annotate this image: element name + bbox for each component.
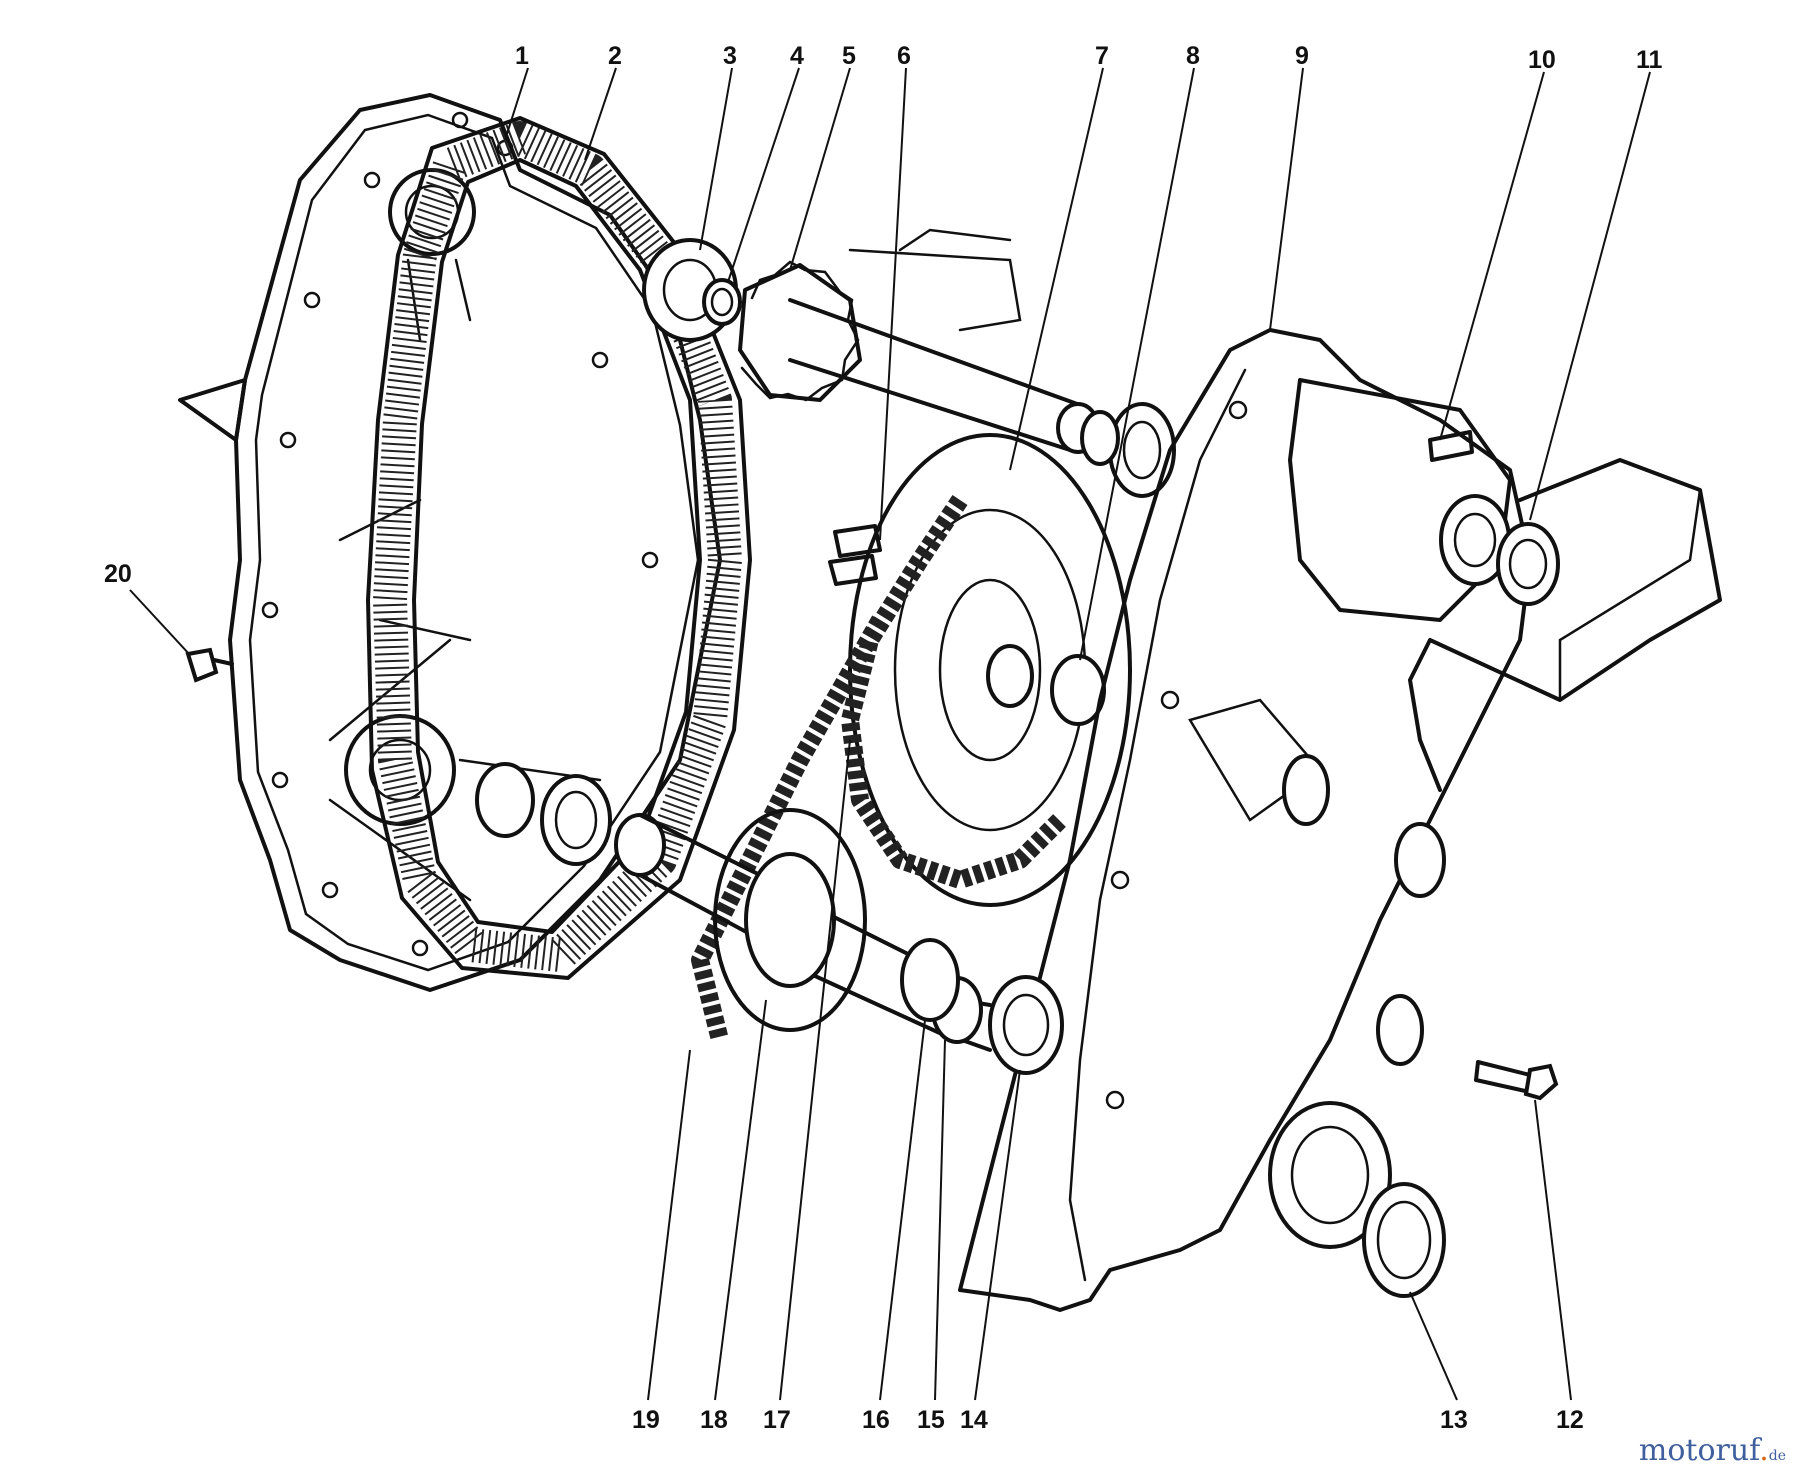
upper-right-bearing: [1080, 402, 1176, 498]
lower-left-bearing: [475, 762, 612, 866]
callout-labels: 1 2 3 4 5 6 7 8 9 10 11 12 13 14 15 16 1…: [104, 42, 1663, 1434]
leader-lines: [129, 67, 1651, 1401]
watermark-main: motoruf: [1638, 1433, 1760, 1468]
callout-7: 7: [1095, 42, 1109, 70]
callout-19: 19: [632, 1406, 660, 1434]
pin: [1428, 430, 1474, 462]
callout-10: 10: [1528, 46, 1556, 74]
watermark-dot: .: [1759, 1433, 1769, 1468]
washer-16: [900, 938, 960, 1022]
bolt: [1474, 1060, 1559, 1101]
callout-18: 18: [700, 1406, 728, 1434]
mounting-bracket: [1408, 458, 1722, 792]
callout-13: 13: [1440, 1406, 1468, 1434]
upper-sprocket-and-shaft: [738, 228, 1100, 454]
chain-case-cover: [958, 328, 1532, 1312]
callout-15: 15: [917, 1406, 945, 1434]
callout-16: 16: [862, 1406, 890, 1434]
seal-11: [1496, 522, 1560, 606]
gasket: [366, 116, 752, 980]
seal-13: [1362, 1182, 1446, 1298]
callout-5: 5: [842, 42, 856, 70]
callout-4: 4: [790, 42, 804, 70]
watermark-suffix: de: [1768, 1448, 1786, 1464]
site-watermark: motoruf.de: [1639, 1433, 1786, 1468]
callout-6: 6: [897, 42, 911, 70]
connecting-link: [828, 524, 882, 586]
callout-3: 3: [723, 42, 737, 70]
callout-14: 14: [960, 1406, 988, 1434]
callout-11: 11: [1636, 46, 1663, 74]
callout-2: 2: [608, 42, 622, 70]
callout-8: 8: [1186, 42, 1200, 70]
callout-9: 9: [1295, 42, 1309, 70]
screw: [185, 647, 234, 683]
callout-17: 17: [763, 1406, 791, 1434]
callout-1: 1: [515, 42, 529, 70]
snap-ring: [702, 278, 742, 326]
lower-sprocket-hub: [713, 808, 867, 1032]
callout-12: 12: [1556, 1406, 1584, 1434]
drive-chain: [691, 495, 1067, 1043]
callout-20: 20: [104, 560, 132, 588]
